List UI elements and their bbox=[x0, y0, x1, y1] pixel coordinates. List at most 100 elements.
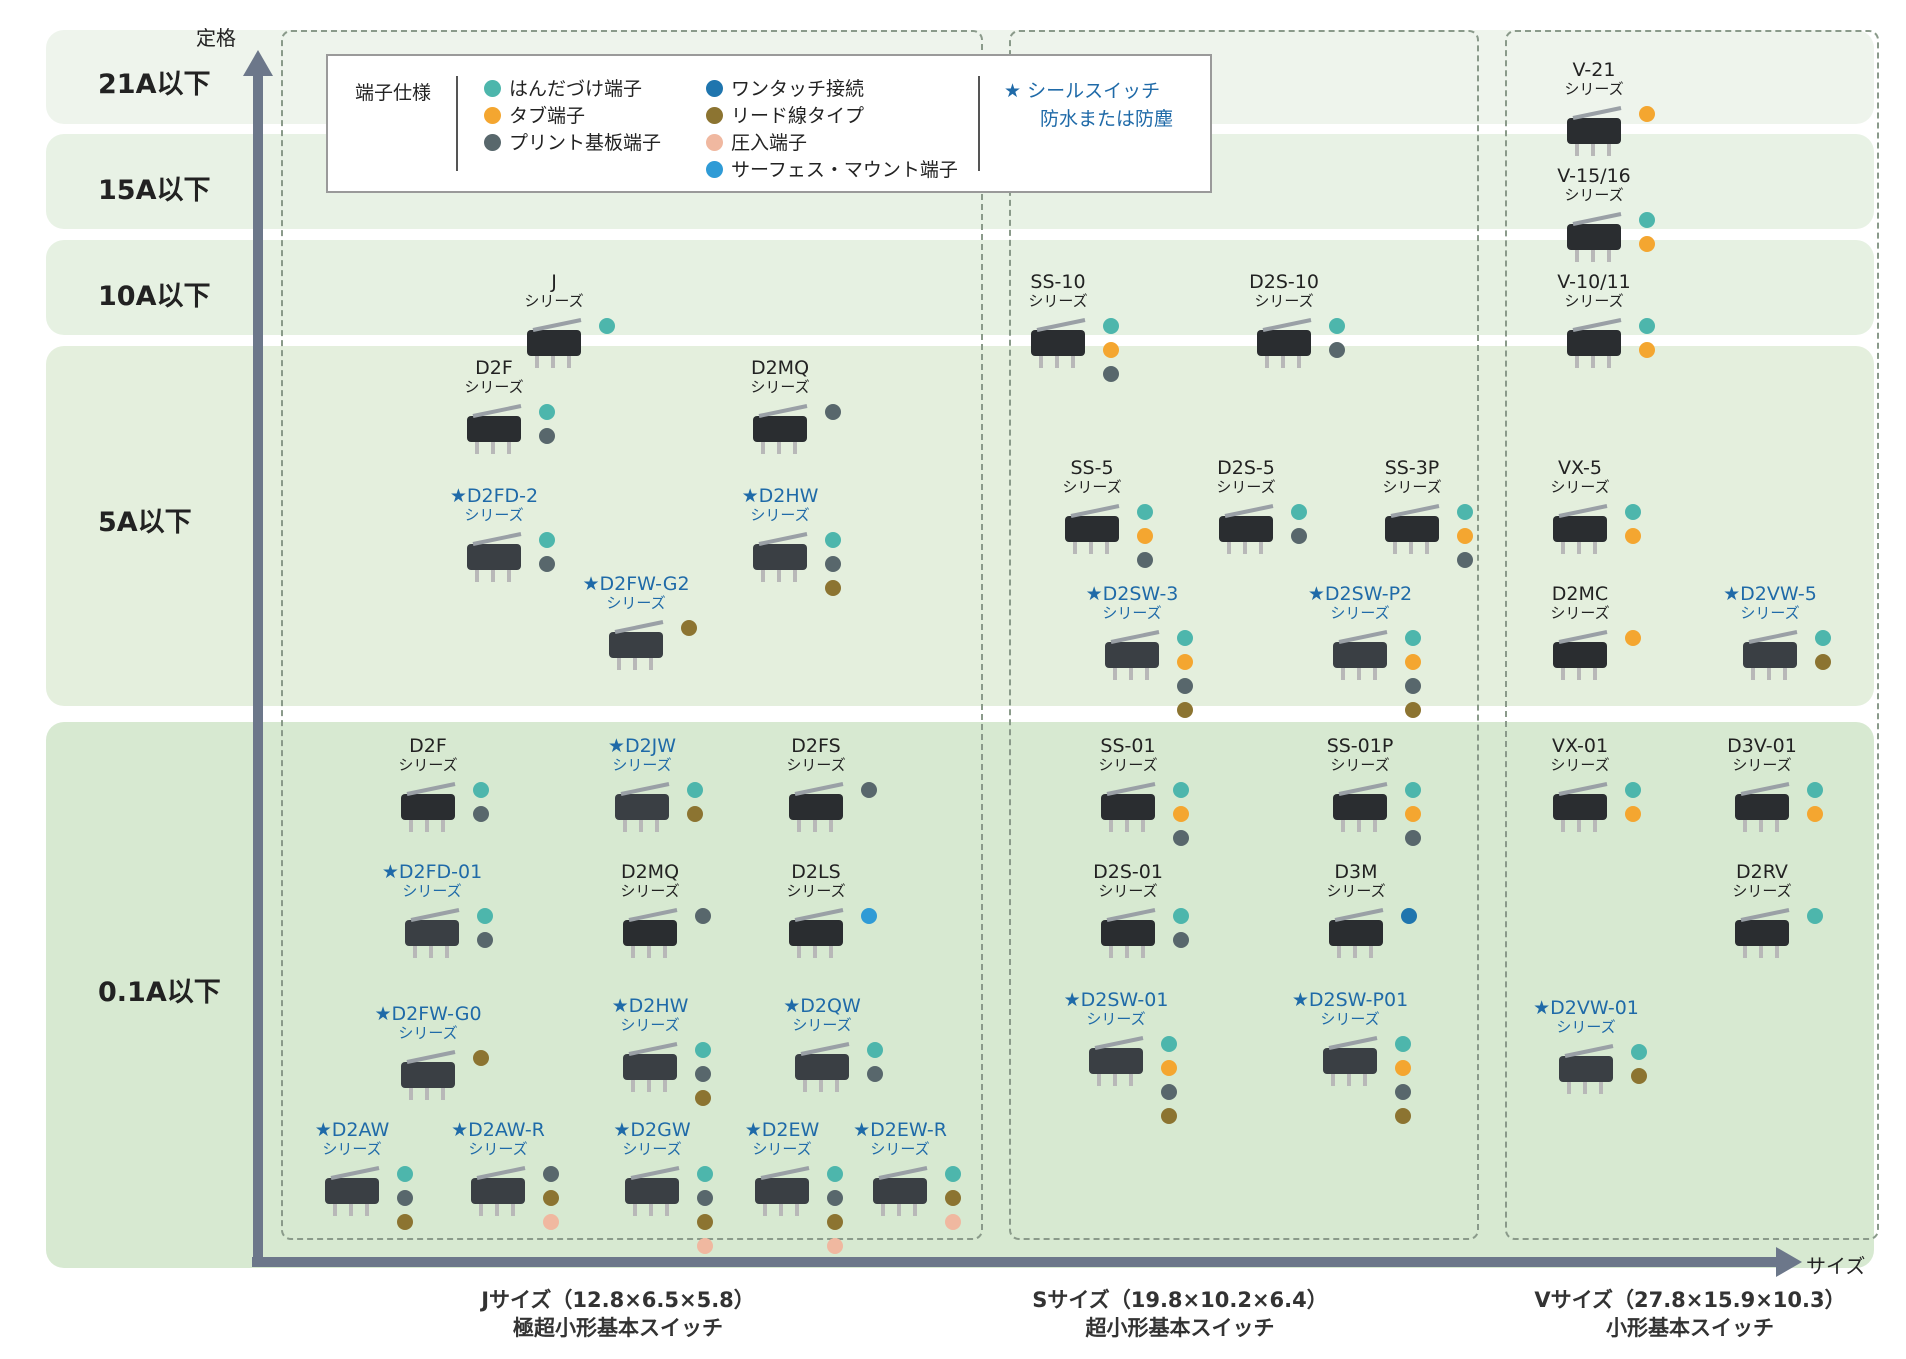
solder-terminal-dot-icon bbox=[539, 404, 555, 420]
lead-terminal-dot-icon bbox=[827, 1214, 843, 1230]
lead-terminal-dot-icon bbox=[681, 620, 697, 636]
pcb-terminal-dot-icon bbox=[867, 1066, 883, 1082]
tab-terminal-dot-icon bbox=[1405, 654, 1421, 670]
switch-photo-icon bbox=[1333, 782, 1388, 832]
pcb-terminal-dot-icon bbox=[827, 1190, 843, 1206]
tab-terminal-dot-icon bbox=[1103, 342, 1119, 358]
pcb-terminal-dot-icon bbox=[1329, 342, 1345, 358]
lead-terminal-dot-icon bbox=[543, 1190, 559, 1206]
lead-dot-icon bbox=[706, 107, 723, 124]
switch-photo-icon bbox=[625, 1166, 680, 1216]
switch-photo-icon bbox=[795, 1042, 850, 1092]
press-fit-terminal-dot-icon bbox=[945, 1214, 961, 1230]
rating-label-21a: 21A以下 bbox=[98, 69, 211, 100]
tab-terminal-dot-icon bbox=[1177, 654, 1193, 670]
pcb-terminal-dot-icon bbox=[1405, 678, 1421, 694]
size-label-v: Vサイズ（27.8×15.9×10.3）小形基本スイッチ bbox=[1534, 1288, 1846, 1340]
switch-photo-icon bbox=[467, 532, 522, 582]
switch-photo-icon bbox=[527, 318, 582, 368]
tab-terminal-dot-icon bbox=[1639, 236, 1655, 252]
legend-divider-2 bbox=[978, 76, 980, 171]
switch-photo-icon bbox=[1031, 318, 1086, 368]
lead-terminal-dot-icon bbox=[1395, 1108, 1411, 1124]
solder-terminal-dot-icon bbox=[1631, 1044, 1647, 1060]
legend-title: 端子仕様 bbox=[355, 82, 432, 104]
switch-photo-icon bbox=[1105, 630, 1160, 680]
switch-photo-icon bbox=[467, 404, 522, 454]
solder-terminal-dot-icon bbox=[539, 532, 555, 548]
solder-terminal-dot-icon bbox=[1395, 1036, 1411, 1052]
x-axis-label: サイズ bbox=[1806, 1254, 1866, 1278]
press-fit-terminal-dot-icon bbox=[543, 1214, 559, 1230]
lead-terminal-dot-icon bbox=[1815, 654, 1831, 670]
switch-photo-icon bbox=[405, 908, 460, 958]
rating-label-15a: 15A以下 bbox=[98, 175, 211, 206]
legend-item-press-fit: 圧入端子 bbox=[706, 128, 807, 155]
pcb-terminal-dot-icon bbox=[1161, 1084, 1177, 1100]
solder-terminal-dot-icon bbox=[1291, 504, 1307, 520]
solder-terminal-dot-icon bbox=[867, 1042, 883, 1058]
solder-terminal-dot-icon bbox=[1807, 782, 1823, 798]
legend-divider bbox=[456, 76, 458, 171]
